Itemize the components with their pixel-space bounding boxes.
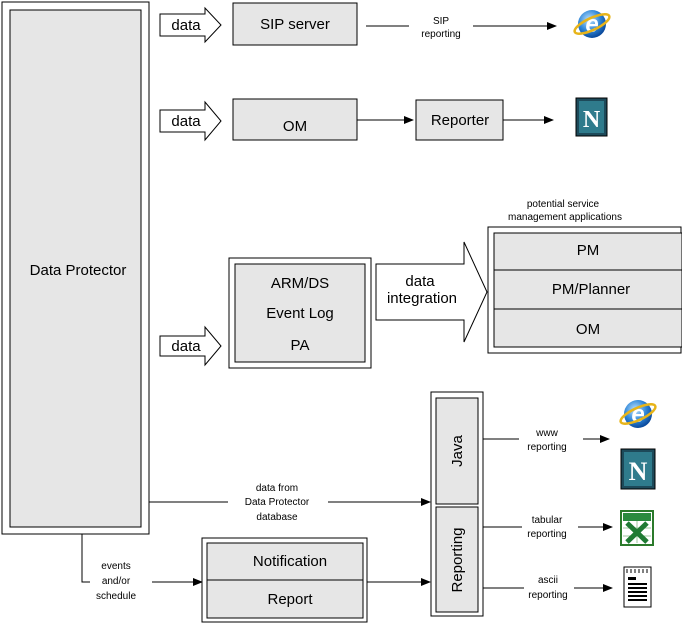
integration-arrow-line1: data <box>405 273 435 290</box>
app-pm-planner: PM/Planner <box>552 281 630 298</box>
netscape-icon: N <box>620 448 656 490</box>
svg-text:N: N <box>583 107 601 133</box>
text-document-icon <box>623 566 652 608</box>
ascii-note-line1: ascii <box>538 575 558 586</box>
row-sip: data SIP server SIP reporting e <box>159 2 611 46</box>
source-stack: ARM/DS Event Log PA <box>228 257 372 369</box>
ascii-note-line2: reporting <box>528 590 567 601</box>
integration-section: data ARM/DS Event Log PA data integratio… <box>159 199 682 369</box>
tabular-note-line1: tabular <box>532 515 563 526</box>
data-integration-arrow: data integration <box>375 241 488 343</box>
data-arrow-label: data <box>171 113 201 130</box>
sip-server-box: SIP server <box>232 2 358 46</box>
sip-note-line2: reporting <box>421 29 460 40</box>
om-label: OM <box>283 118 307 135</box>
integration-arrow-line2: integration <box>387 290 457 307</box>
events-note-line3: schedule <box>96 591 136 602</box>
www-note-line2: reporting <box>527 442 566 453</box>
events-note-line1: events <box>101 561 130 572</box>
management-apps-stack: PM PM/Planner OM <box>487 226 682 354</box>
db-note-line1: data from <box>256 483 298 494</box>
sip-server-label: SIP server <box>260 16 330 33</box>
excel-icon <box>620 510 654 546</box>
om-box: OM <box>232 98 358 141</box>
app-pm: PM <box>577 242 600 259</box>
row-om: data OM Reporter N <box>159 97 608 142</box>
data-protector-block: Data Protector <box>1 1 150 535</box>
app-om: OM <box>576 321 600 338</box>
notification-label: Notification <box>253 553 327 570</box>
java-reporting-stack: Java Reporting <box>430 391 484 617</box>
data-arrow-label: data <box>171 17 201 34</box>
events-arrow <box>81 534 203 586</box>
apps-title-line1: potential service <box>527 199 600 210</box>
data-arrow-2: data <box>159 100 222 142</box>
db-note-line3: database <box>256 512 298 523</box>
notification-report-stack: Notification Report <box>201 537 368 623</box>
internet-explorer-icon: e <box>619 400 657 428</box>
source-event-log: Event Log <box>266 305 334 322</box>
apps-title-line2: management applications <box>508 212 622 223</box>
data-arrow-1: data <box>159 6 222 44</box>
reporter-label: Reporter <box>431 112 489 129</box>
www-note-line1: www <box>535 428 558 439</box>
sip-note-line1: SIP <box>433 16 449 27</box>
internet-explorer-icon: e <box>573 10 611 38</box>
data-protector-label: Data Protector <box>30 262 127 279</box>
netscape-icon: N <box>575 97 608 137</box>
data-arrow-3: data <box>159 325 222 367</box>
svg-text:N: N <box>629 457 648 486</box>
reporting-label: Reporting <box>449 527 466 592</box>
events-note-line2: and/or <box>102 576 131 587</box>
report-label: Report <box>267 591 313 608</box>
source-pa: PA <box>291 337 310 354</box>
data-arrow-label: data <box>171 338 201 355</box>
reporting-section: data from Data Protector database events… <box>81 391 657 623</box>
reporter-box: Reporter <box>415 99 504 141</box>
source-arm-ds: ARM/DS <box>271 275 329 292</box>
db-note-line2: Data Protector <box>245 497 310 508</box>
tabular-note-line2: reporting <box>527 529 566 540</box>
java-label: Java <box>449 435 466 467</box>
